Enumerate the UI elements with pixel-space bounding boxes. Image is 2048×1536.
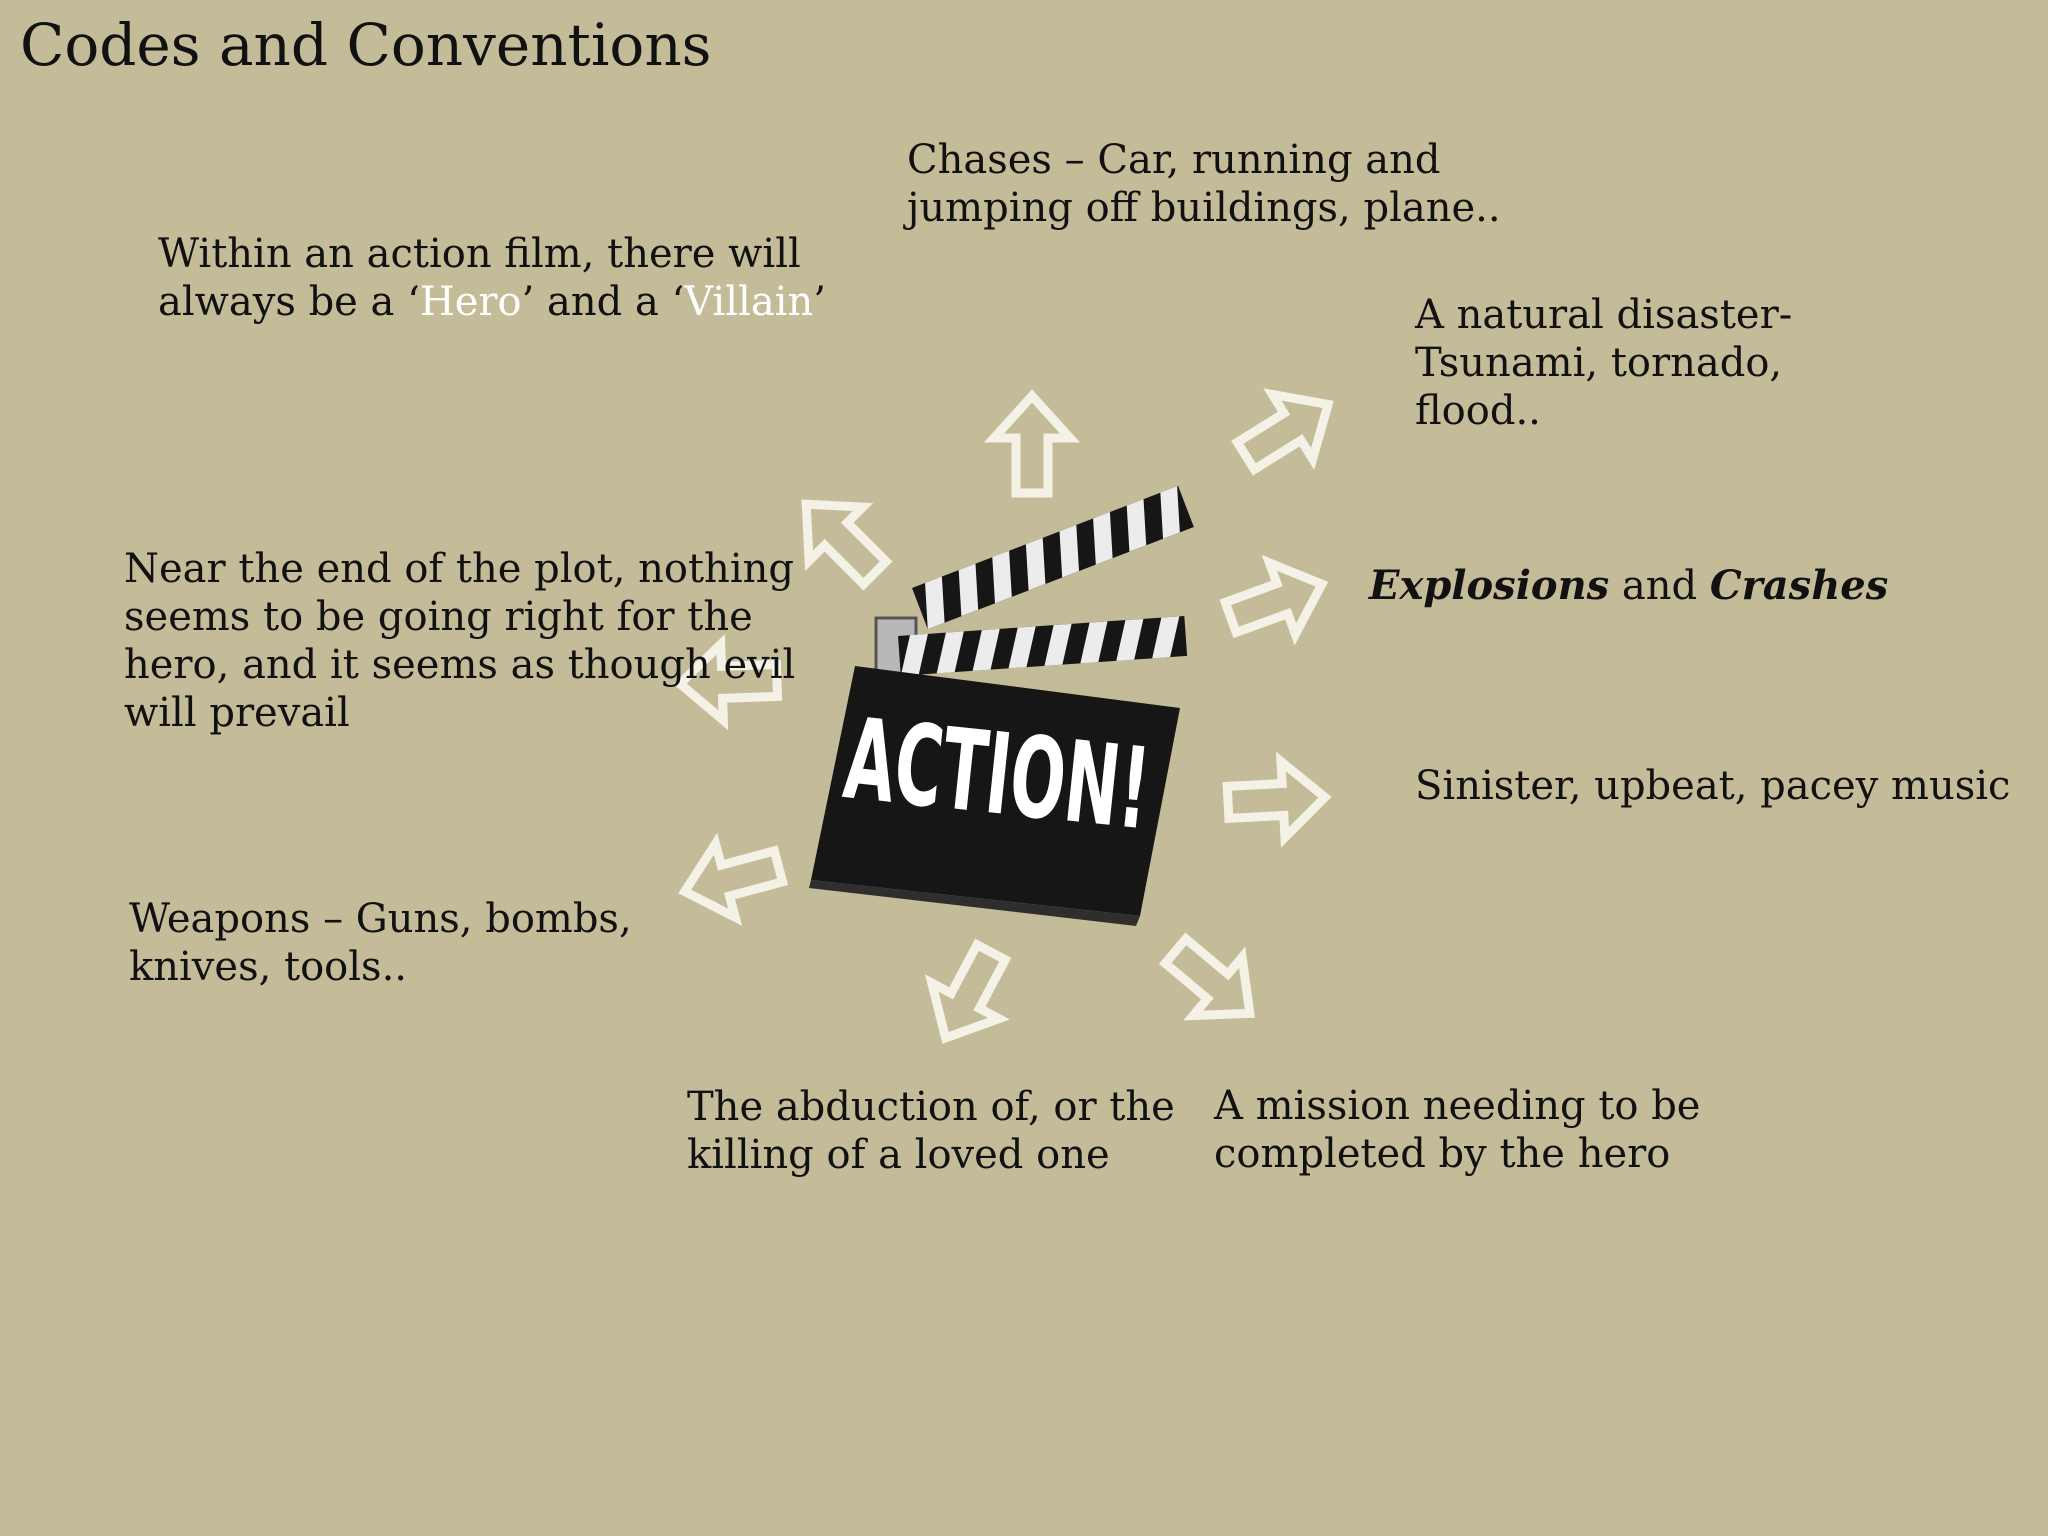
arrow-left-lower-icon <box>675 830 788 929</box>
convention-natural-disaster: A natural disaster- Tsunami, tornado, fl… <box>1415 291 1792 435</box>
arrow-up-left-icon <box>779 477 901 599</box>
hero-villain-text-a: always be a ‘ <box>158 279 420 325</box>
plot-line-2: seems to be going right for the <box>124 594 753 640</box>
chases-line-1: Chases – Car, running and <box>907 137 1441 183</box>
hero-word: Hero <box>419 279 522 325</box>
clapperboard-label: ACTION! <box>839 694 1156 855</box>
disaster-line-1: A natural disaster- <box>1415 292 1793 338</box>
arrow-down-right-icon <box>1151 922 1274 1043</box>
convention-hero-villain: Within an action film, there will always… <box>158 230 826 326</box>
villain-word: Villain <box>684 279 814 325</box>
plot-line-3: hero, and it seems as though evil <box>124 642 796 688</box>
plot-line-4: will prevail <box>124 690 350 736</box>
arrow-up-icon <box>994 396 1070 493</box>
abduction-line-2: killing of a loved one <box>687 1132 1110 1178</box>
disaster-line-2: Tsunami, tornado, <box>1415 340 1783 386</box>
music-line-1: Sinister, upbeat, pacey music <box>1415 763 2011 809</box>
convention-plot: Near the end of the plot, nothing seems … <box>124 545 795 737</box>
explosions-word: Explosions <box>1369 562 1610 609</box>
convention-mission: A mission needing to be completed by the… <box>1214 1082 1700 1178</box>
explosions-line: Explosions and Crashes <box>1369 562 1888 610</box>
disaster-line-3: flood.. <box>1415 388 1541 434</box>
convention-chases: Chases – Car, running and jumping off bu… <box>907 136 1501 232</box>
abduction-line-1: The abduction of, or the <box>687 1084 1175 1130</box>
mission-line-1: A mission needing to be <box>1214 1083 1701 1129</box>
mission-line-2: completed by the hero <box>1214 1131 1671 1177</box>
hero-villain-text-b: ’ and a ‘ <box>521 279 685 325</box>
convention-explosions: Explosions and Crashes <box>1369 562 1888 610</box>
page-title: Codes and Conventions <box>20 11 712 79</box>
chases-line-2: jumping off buildings, plane.. <box>907 185 1501 231</box>
hero-villain-text-c: ’ <box>813 279 826 325</box>
clapperboard-icon: ACTION! <box>809 485 1194 926</box>
hero-villain-line-2: always be a ‘Hero’ and a ‘Villain’ <box>158 278 826 326</box>
plot-line-1: Near the end of the plot, nothing <box>124 546 794 592</box>
weapons-line-2: knives, tools.. <box>129 944 408 990</box>
arrow-down-icon <box>912 934 1025 1055</box>
arrow-right-upper-icon <box>1218 549 1335 654</box>
arrow-right-icon <box>1226 759 1327 840</box>
convention-weapons: Weapons – Guns, bombs, knives, tools.. <box>129 895 632 991</box>
arrow-up-right-icon <box>1226 372 1349 488</box>
weapons-line-1: Weapons – Guns, bombs, <box>129 896 632 942</box>
crashes-word: Crashes <box>1709 562 1889 609</box>
convention-abduction: The abduction of, or the killing of a lo… <box>687 1083 1175 1179</box>
hero-villain-line-1: Within an action film, there will <box>158 231 801 277</box>
explosions-and: and <box>1609 563 1710 609</box>
convention-music: Sinister, upbeat, pacey music <box>1415 762 2010 810</box>
